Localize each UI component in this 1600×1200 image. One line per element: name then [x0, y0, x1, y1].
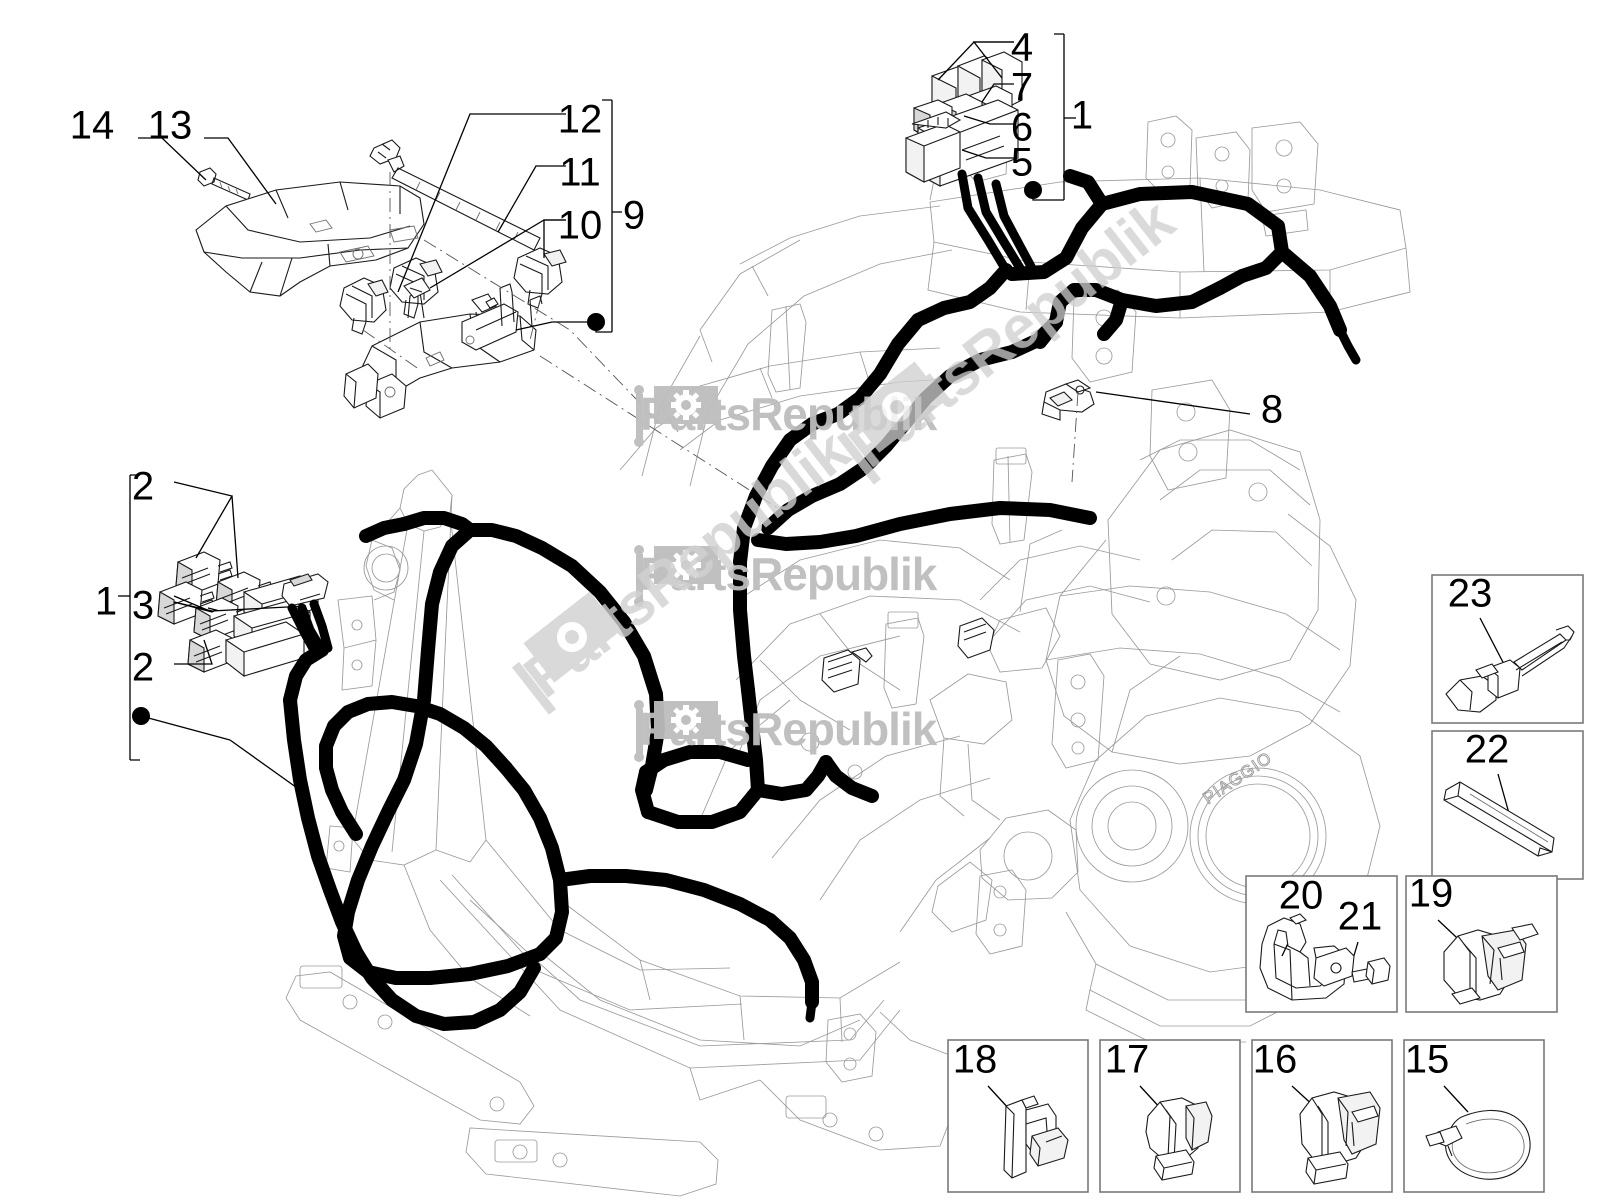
fusebox-group-bracket [1024, 33, 1076, 201]
callout-4: 4 [1011, 26, 1033, 70]
callout-23: 23 [1448, 572, 1493, 616]
fuse-set [157, 551, 273, 673]
callout-12: 12 [558, 98, 603, 142]
handlebar-assembly [195, 139, 567, 419]
callout-2: 2 [132, 646, 154, 690]
part-box-15 [1403, 1039, 1545, 1193]
callout-2: 2 [132, 465, 154, 509]
part-box-16 [1251, 1039, 1393, 1193]
part-box-18 [947, 1039, 1089, 1193]
assembly-centerlines [362, 172, 791, 517]
callout-8: 8 [1261, 388, 1283, 432]
callout-21: 21 [1338, 895, 1383, 939]
callout-3: 3 [132, 584, 154, 628]
part-box-23 [1431, 574, 1584, 724]
fuse-group-bracket [118, 474, 150, 761]
callout-10: 10 [558, 204, 603, 248]
callout-18: 18 [953, 1038, 998, 1082]
callout-13: 13 [148, 104, 193, 148]
inline-connector-detail [821, 617, 995, 693]
callout-5: 5 [1011, 141, 1033, 185]
fusebox-assembly [905, 51, 1023, 187]
fusebox-leaders [937, 41, 1014, 159]
callout-22: 22 [1465, 728, 1510, 772]
handlebar-leaders [138, 113, 596, 331]
part-boxes [947, 574, 1584, 1193]
part-box-19 [1405, 875, 1558, 1013]
callout-20: 20 [1279, 874, 1324, 918]
callout-14: 14 [70, 104, 115, 148]
callout-7: 7 [1011, 66, 1033, 110]
part-box-20-21 [1245, 875, 1398, 1013]
part-box-22 [1431, 730, 1584, 880]
callout-1: 1 [1071, 94, 1093, 138]
part-box-17 [1099, 1039, 1241, 1193]
callout-19: 19 [1409, 872, 1454, 916]
connector-block-left [225, 573, 329, 678]
callout-17: 17 [1105, 1038, 1150, 1082]
callout-15: 15 [1405, 1038, 1450, 1082]
callout-1: 1 [95, 580, 117, 624]
callout-6: 6 [1011, 106, 1033, 150]
harness-clip-8 [1041, 379, 1251, 483]
fuse-leaders [140, 481, 307, 791]
engine-assembly-ghost: PIAGGIO [929, 429, 1381, 1043]
callout-9: 9 [623, 194, 645, 238]
callout-11: 11 [559, 151, 601, 195]
callout-16: 16 [1253, 1038, 1298, 1082]
